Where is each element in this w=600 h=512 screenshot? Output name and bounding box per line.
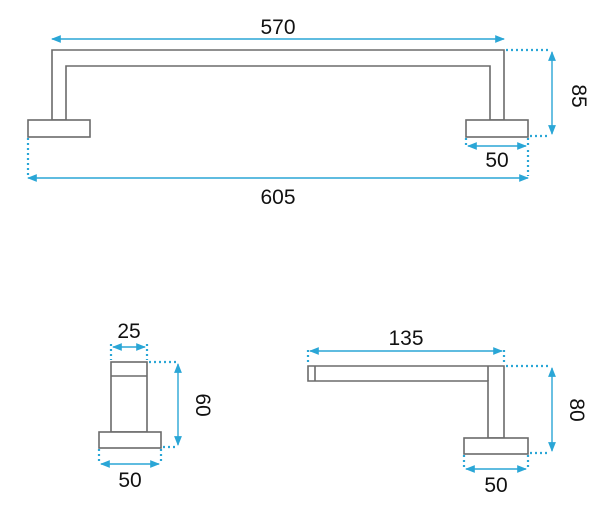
front-view: 570 85 50 605 — [26, 16, 590, 209]
dimension-label-50-end: 50 — [118, 469, 141, 492]
left-wall-mount-base — [27, 119, 91, 138]
dimension-label-85: 85 — [567, 84, 590, 107]
end-view: 25 60 50 — [97, 320, 214, 492]
end-view-base — [98, 431, 162, 449]
right-wall-mount-base — [465, 119, 529, 138]
dimension-label-25: 25 — [117, 320, 140, 343]
dimension-label-80: 80 — [565, 398, 588, 421]
dimension-label-60: 60 — [191, 393, 214, 416]
dimension-label-135: 135 — [388, 327, 423, 350]
bar-end-block — [110, 361, 148, 433]
dimension-label-50-front: 50 — [485, 149, 508, 172]
side-view-base — [463, 437, 529, 455]
dimension-label-605: 605 — [260, 186, 295, 209]
side-view: 135 80 50 — [306, 327, 588, 497]
dimension-label-570: 570 — [260, 16, 295, 39]
towel-bar-outline — [51, 49, 505, 121]
dimension-label-50-side: 50 — [484, 474, 507, 497]
side-arm-outline — [307, 365, 505, 439]
